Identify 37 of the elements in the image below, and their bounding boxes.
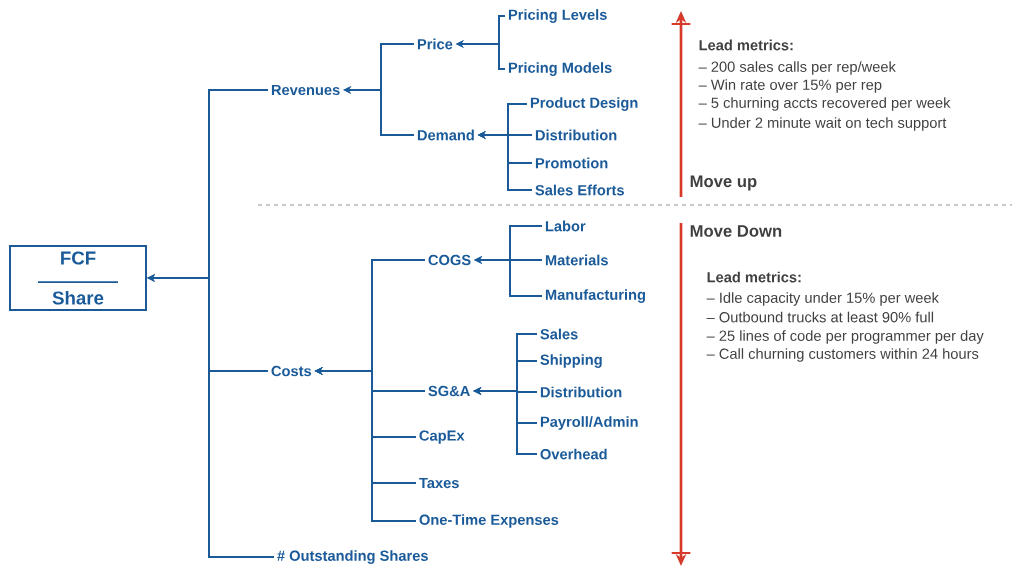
branch-label: Payroll/Admin bbox=[540, 416, 638, 430]
branch-label: Overhead bbox=[540, 448, 607, 460]
branch-label: Pricing Models bbox=[508, 62, 612, 76]
branch-label: Taxes bbox=[419, 477, 459, 489]
branch-label: SG&A bbox=[428, 385, 470, 397]
ratio-box: FCF Share bbox=[9, 245, 147, 311]
metric-item: – Win rate over 15% per rep bbox=[698, 79, 882, 93]
direction-label: Move up bbox=[690, 175, 757, 191]
branch-label: Distribution bbox=[535, 129, 617, 141]
metric-item: – 5 churning accts recovered per week bbox=[698, 97, 951, 111]
branch-label: # Outstanding Shares bbox=[277, 550, 428, 564]
metric-item: – 200 sales calls per rep/week bbox=[698, 61, 896, 75]
metric-item: – Call churning customers within 24 hours bbox=[706, 348, 979, 362]
metrics-heading: Lead metrics: bbox=[699, 39, 793, 51]
metric-item: – 25 lines of code per programmer per day bbox=[706, 330, 984, 344]
branch-label: Promotion bbox=[535, 157, 608, 169]
branch-label: Materials bbox=[545, 254, 608, 266]
branch-label: Demand bbox=[417, 129, 474, 141]
branch-label: Sales bbox=[540, 328, 578, 340]
branch-label: COGS bbox=[428, 254, 471, 266]
branch-label: Shipping bbox=[540, 354, 602, 368]
branch-label: Distribution bbox=[540, 386, 622, 398]
branch-label: Revenues bbox=[271, 84, 340, 96]
branch-label: CapEx bbox=[419, 430, 465, 444]
branch-label: Price bbox=[417, 38, 453, 50]
branch-label: Pricing Levels bbox=[508, 9, 607, 23]
branch-label: Sales Efforts bbox=[535, 184, 624, 196]
branch-label: One-Time Expenses bbox=[419, 514, 559, 528]
branch-label: Product Design bbox=[530, 97, 638, 111]
metric-item: – Outbound trucks at least 90% full bbox=[706, 311, 934, 323]
direction-label: Move Down bbox=[690, 225, 782, 237]
branch-label: Manufacturing bbox=[545, 289, 645, 303]
branch-label: Labor bbox=[545, 220, 586, 232]
metrics-heading: Lead metrics: bbox=[707, 271, 801, 283]
branch-label: Costs bbox=[271, 365, 312, 377]
metric-item: – Idle capacity under 15% per week bbox=[706, 292, 939, 306]
metric-item: – Under 2 minute wait on tech support bbox=[698, 117, 947, 131]
